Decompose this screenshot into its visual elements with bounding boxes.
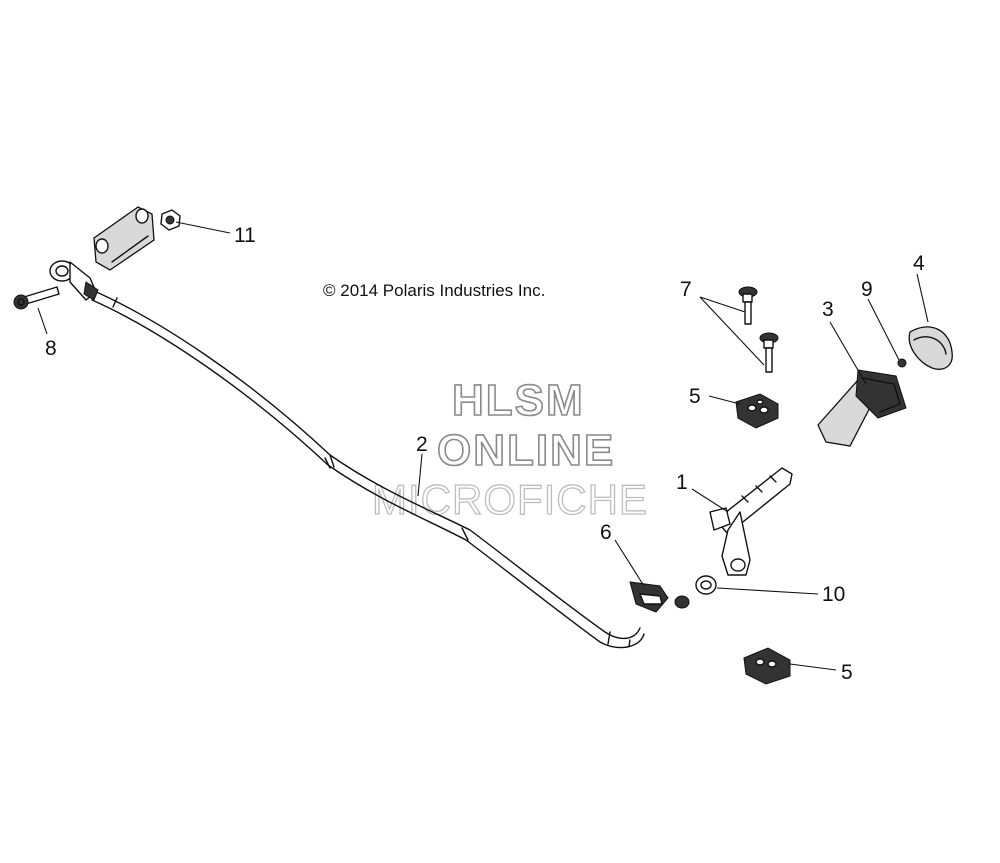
part-screw-9 <box>897 358 907 368</box>
callouts: 11 8 2 7 5 3 9 4 1 6 10 5 <box>45 224 925 684</box>
callout-5-lower: 5 <box>841 661 853 684</box>
part-knob-3 <box>817 369 907 447</box>
callout-10: 10 <box>822 583 845 606</box>
watermark-line-3: MICROFICHE <box>372 476 648 523</box>
callout-5-upper: 5 <box>689 385 701 408</box>
leader-lines <box>37 221 929 671</box>
part-washer-10 <box>695 575 717 595</box>
watermark: HLSM ONLINE MICROFICHE <box>371 375 648 523</box>
callout-7: 7 <box>680 278 692 301</box>
part-block-5-upper <box>735 393 779 429</box>
callout-3: 3 <box>822 298 834 321</box>
part-rod-end <box>49 260 99 301</box>
part-lever-1 <box>709 467 793 576</box>
callout-1: 1 <box>676 471 688 494</box>
part-cap-4 <box>908 326 953 370</box>
part-shift-rod <box>91 289 645 649</box>
watermark-line-1: HLSM <box>452 376 585 425</box>
callout-6: 6 <box>600 521 612 544</box>
copyright-text: © 2014 Polaris Industries Inc. <box>323 281 545 300</box>
callout-11: 11 <box>234 224 256 247</box>
part-bolts-7 <box>738 286 779 373</box>
watermark-line-2: ONLINE <box>437 426 615 475</box>
part-block-5-lower <box>743 647 791 685</box>
callout-2: 2 <box>416 433 428 456</box>
part-bracket <box>93 206 155 271</box>
part-nut-11 <box>160 209 181 231</box>
part-clip-6 <box>629 581 690 613</box>
callout-8: 8 <box>45 337 57 360</box>
part-bolt-8 <box>13 286 60 310</box>
callout-9: 9 <box>861 278 873 301</box>
callout-4: 4 <box>913 252 925 275</box>
